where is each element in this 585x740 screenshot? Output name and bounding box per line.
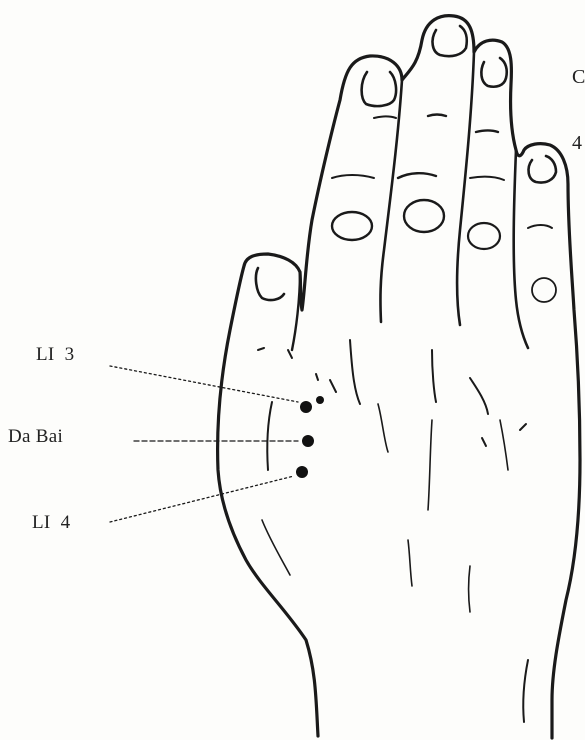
finger-line-2 (457, 52, 474, 325)
tendon-7 (408, 540, 412, 586)
acupoint-li4 (296, 466, 308, 478)
sketch-dash-2 (288, 350, 292, 358)
nail-middle (433, 26, 467, 56)
crease-ring-1 (476, 131, 498, 133)
wrist-line (523, 660, 528, 722)
nail-index (362, 72, 396, 106)
thumb-base-line (262, 520, 290, 575)
knuckle-middle (404, 200, 444, 232)
sketch-dash-1 (258, 348, 264, 350)
label-da-bai: Da Bai (8, 426, 63, 448)
sketch-dash-6 (316, 374, 318, 380)
crease-middle-2 (398, 173, 436, 178)
tendon-3 (470, 378, 488, 414)
nail-little (529, 156, 556, 183)
crease-index-2 (332, 175, 374, 178)
tendon-1 (350, 340, 360, 404)
nail-ring (481, 58, 506, 87)
corner-text-line-1: C (572, 66, 585, 88)
leader-li3 (110, 366, 298, 402)
leader-li4 (110, 476, 294, 522)
tendon-4 (378, 404, 388, 452)
knuckle-little (532, 278, 556, 302)
sketch-dash-5 (330, 380, 336, 392)
sketch-dash-4 (482, 438, 486, 446)
crease-index-1 (374, 117, 396, 119)
acupoint-extra (316, 396, 324, 404)
knuckle-ring (468, 223, 500, 249)
tendon-5 (428, 420, 432, 510)
label-li4: LI 4 (32, 512, 70, 534)
label-li3: LI 3 (36, 344, 74, 366)
acupoint-li3 (300, 401, 312, 413)
tendon-2 (432, 350, 436, 402)
crease-middle-1 (428, 115, 446, 117)
crease-ring-2 (470, 177, 504, 180)
sketch-dash-3 (520, 424, 526, 430)
tendon-6 (500, 420, 508, 470)
corner-text-line-2: 4 (572, 132, 585, 154)
crease-little-1 (528, 225, 552, 228)
nail-thumb (256, 268, 284, 300)
acupoint-dabai (302, 435, 314, 447)
thumb-inner (292, 272, 300, 350)
thumb-web-line (267, 402, 272, 470)
corner-text: C 4 (572, 22, 585, 198)
finger-line-3 (514, 150, 528, 348)
knuckle-index (332, 212, 372, 240)
tendon-8 (469, 566, 471, 612)
